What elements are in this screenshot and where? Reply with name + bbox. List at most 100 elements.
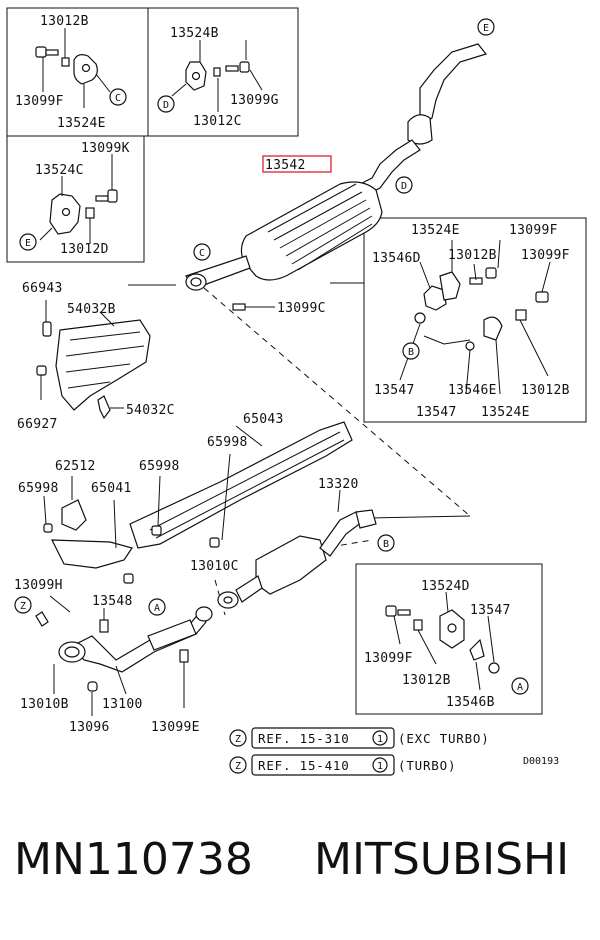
label-13012B-b: 13012B bbox=[448, 248, 497, 263]
svg-text:E: E bbox=[483, 23, 489, 34]
label-13547-b: 13547 bbox=[416, 405, 457, 420]
reference-1: Z REF. 15-310 1 (EXC TURBO) bbox=[229, 727, 490, 749]
label-13320: 13320 bbox=[318, 477, 359, 492]
label-65998: 65998 bbox=[207, 435, 248, 450]
label-66927: 66927 bbox=[17, 417, 58, 432]
inset-box-hanger-3 bbox=[6, 135, 145, 263]
svg-text:E: E bbox=[25, 238, 31, 249]
guide-lines bbox=[128, 282, 471, 616]
label-13524E-c: 13524E bbox=[481, 405, 530, 420]
label-13548: 13548 bbox=[92, 594, 133, 609]
inset-box-hanger-5 bbox=[355, 563, 543, 715]
label-65998-b: 65998 bbox=[139, 459, 180, 474]
callout-markers: E C D D E C B B bbox=[14, 18, 529, 695]
label-54032C: 54032C bbox=[126, 403, 175, 418]
main-muffler-13542 bbox=[184, 43, 488, 311]
label-13099F-c: 13099F bbox=[521, 248, 570, 263]
center-muffler-13320 bbox=[217, 489, 377, 609]
label-13012D: 13012D bbox=[60, 242, 109, 257]
figure-code: D00193 bbox=[523, 756, 559, 767]
hanger-assembly-4 bbox=[399, 239, 551, 395]
svg-text:Z: Z bbox=[20, 601, 26, 612]
reference-1-code: REF. 15-310 bbox=[258, 731, 350, 746]
label-13099E: 13099E bbox=[151, 720, 200, 735]
label-65043: 65043 bbox=[243, 412, 284, 427]
svg-text:C: C bbox=[115, 93, 121, 104]
label-13524C: 13524C bbox=[35, 163, 84, 178]
label-13010C: 13010C bbox=[190, 559, 239, 574]
label-13012B-d: 13012B bbox=[402, 673, 451, 688]
hanger-assembly-2 bbox=[171, 40, 263, 112]
label-13012B: 13012B bbox=[40, 14, 89, 29]
label-66943: 66943 bbox=[22, 281, 63, 296]
footer-part-number: MN110738 bbox=[14, 834, 253, 885]
inset-box-hanger-4 bbox=[363, 217, 587, 423]
label-54032B: 54032B bbox=[67, 302, 116, 317]
hanger-assembly-1 bbox=[35, 28, 111, 108]
callout-a-box5: A bbox=[511, 677, 529, 695]
callout-e-box3: E bbox=[19, 233, 37, 251]
label-13099H: 13099H bbox=[14, 578, 63, 593]
svg-text:D: D bbox=[163, 100, 169, 111]
reference-1-note: (EXC TURBO) bbox=[398, 731, 490, 746]
hanger-assembly-5 bbox=[385, 591, 500, 691]
highlight-box-13542 bbox=[262, 155, 332, 173]
callout-d-box2: D bbox=[157, 95, 175, 113]
label-13524E-b: 13524E bbox=[411, 223, 460, 238]
footer-brand: MITSUBISHI bbox=[314, 834, 570, 885]
label-13099G: 13099G bbox=[230, 93, 279, 108]
callout-a-front: A bbox=[148, 598, 166, 616]
label-13546D: 13546D bbox=[372, 251, 421, 266]
svg-text:B: B bbox=[408, 347, 414, 358]
footer: MN110738 MITSUBISHI bbox=[0, 834, 600, 904]
svg-text:A: A bbox=[517, 682, 523, 693]
label-13546B: 13546B bbox=[446, 695, 495, 710]
label-13012B-c: 13012B bbox=[521, 383, 570, 398]
label-13099K: 13099K bbox=[81, 141, 130, 156]
callout-b-box4: B bbox=[402, 342, 420, 360]
heat-protector-54032 bbox=[36, 300, 151, 420]
label-13012C: 13012C bbox=[193, 114, 242, 129]
reference-2-number: 1 bbox=[377, 761, 383, 772]
label-65041: 65041 bbox=[91, 481, 132, 496]
label-13096: 13096 bbox=[69, 720, 110, 735]
floor-heat-shield bbox=[43, 421, 353, 584]
label-13524B: 13524B bbox=[170, 26, 219, 41]
label-13099F-b: 13099F bbox=[509, 223, 558, 238]
label-13100: 13100 bbox=[102, 697, 143, 712]
hanger-assembly-3 bbox=[39, 154, 118, 244]
inset-box-hanger-2 bbox=[147, 7, 299, 137]
label-13099F-d: 13099F bbox=[364, 651, 413, 666]
label-13546E: 13546E bbox=[448, 383, 497, 398]
label-13524E: 13524E bbox=[57, 116, 106, 131]
label-13099F: 13099F bbox=[15, 94, 64, 109]
label-13547: 13547 bbox=[374, 383, 415, 398]
reference-2-marker: Z bbox=[235, 761, 241, 772]
label-13010B: 13010B bbox=[20, 697, 69, 712]
callout-c-main: C bbox=[193, 243, 211, 261]
svg-text:D: D bbox=[401, 181, 407, 192]
label-62512: 62512 bbox=[55, 459, 96, 474]
callout-c-box1: C bbox=[109, 88, 127, 106]
label-13524D: 13524D bbox=[421, 579, 470, 594]
callout-b-center: B bbox=[377, 534, 395, 552]
part-labels: 13012B 13099F 13524E 13524B 13099G 13012… bbox=[14, 14, 570, 735]
reference-1-marker: Z bbox=[235, 734, 241, 745]
label-13099C: 13099C bbox=[277, 301, 326, 316]
label-13547-c: 13547 bbox=[470, 603, 511, 618]
svg-text:A: A bbox=[154, 603, 160, 614]
callout-d-main: D bbox=[395, 176, 413, 194]
reference-2: Z REF. 15-410 1 (TURBO) bbox=[229, 754, 456, 776]
inset-boxes bbox=[6, 7, 587, 715]
callout-e-top: E bbox=[477, 18, 495, 36]
svg-text:C: C bbox=[199, 248, 205, 259]
reference-1-number: 1 bbox=[377, 734, 383, 745]
reference-2-note: (TURBO) bbox=[398, 758, 456, 773]
reference-2-code: REF. 15-410 bbox=[258, 758, 350, 773]
callout-z-front: Z bbox=[14, 596, 32, 614]
label-65998-c: 65998 bbox=[18, 481, 59, 496]
label-13542: 13542 bbox=[265, 158, 306, 173]
front-pipe-13100 bbox=[35, 595, 213, 716]
svg-text:B: B bbox=[383, 539, 389, 550]
